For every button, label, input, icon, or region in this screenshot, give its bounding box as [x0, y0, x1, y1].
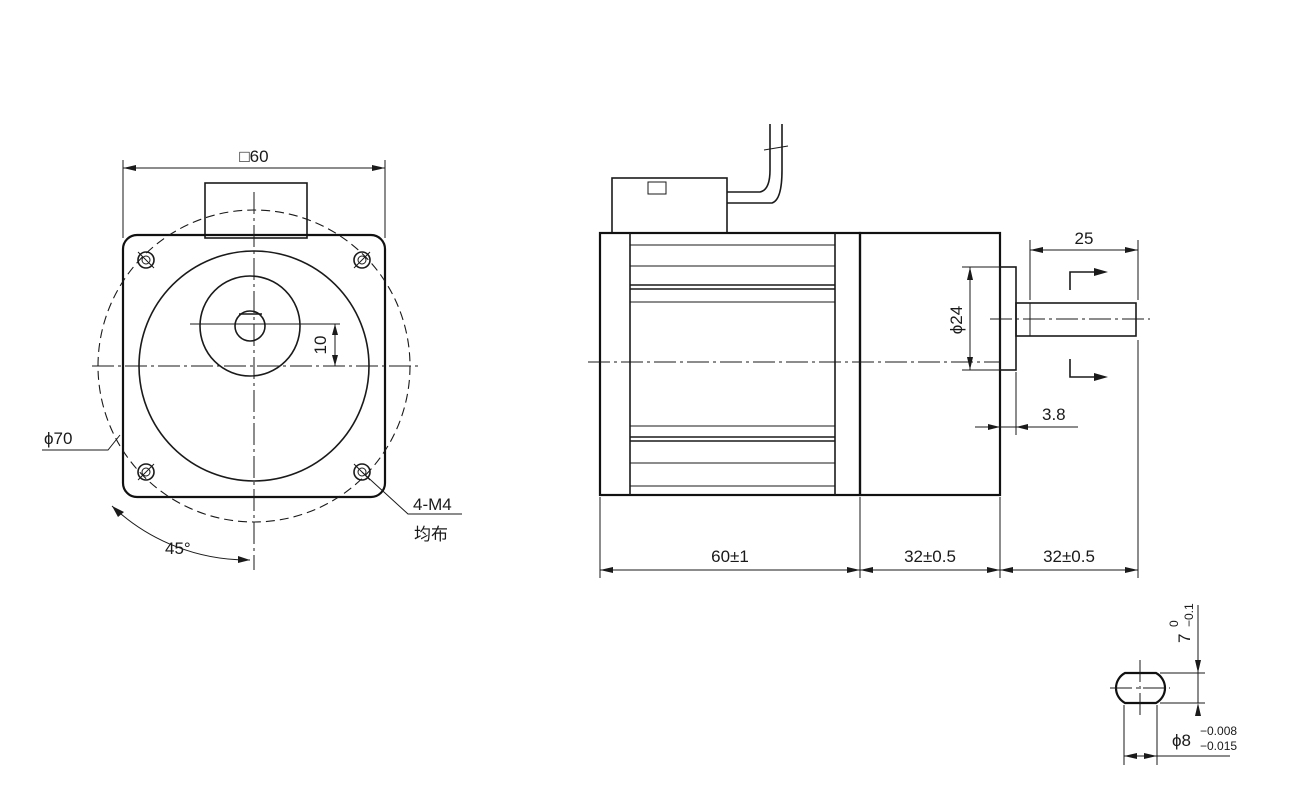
- side-cable-2: [727, 124, 783, 204]
- dim-angle-label: 45°: [165, 539, 191, 558]
- dim-section-dia-label: ϕ8: [1172, 731, 1191, 750]
- side-view: 25 ϕ24 3.8 60±1 32±0.5 32±0.5: [588, 124, 1150, 578]
- dim-holes-label: 4-M4: [413, 495, 452, 514]
- dim-boss-height-label: 3.8: [1042, 405, 1066, 424]
- section-shape: [1114, 671, 1167, 705]
- shaft-section: 7 0 −0.1 ϕ8 −0.008 −0.015: [1110, 603, 1237, 765]
- dim-circle-label: ϕ70: [44, 429, 72, 448]
- side-gearbox: [858, 231, 1002, 497]
- side-connector-screw: [647, 181, 667, 195]
- section-marker-bottom: [1069, 359, 1095, 378]
- dim-section-dia-tol-upper: −0.008: [1200, 724, 1237, 738]
- front-view: □60 10 ϕ70 4-M4 均布 45°: [42, 147, 462, 570]
- side-connector: [611, 177, 728, 234]
- dim-flat-tol-lower: −0.1: [1182, 603, 1196, 627]
- dim-angle-arc: [111, 505, 251, 561]
- dim-len-shaft-label: 32±0.5: [1043, 547, 1095, 566]
- front-boss-circle: [199, 275, 301, 377]
- front-connector-block: [204, 182, 308, 239]
- front-mount-holes: [137, 251, 371, 481]
- dim-holes-note: 均布: [414, 525, 448, 544]
- dim-flat-label: 7: [1175, 634, 1194, 643]
- dim-holes-leader: [361, 471, 462, 515]
- dim-boss-dia-label: ϕ24: [947, 306, 966, 334]
- front-shaft-circle: [234, 310, 266, 342]
- dim-len-gear-label: 32±0.5: [904, 547, 956, 566]
- side-cable-1: [727, 124, 771, 193]
- dim-section-dia-tol-lower: −0.015: [1200, 739, 1237, 753]
- section-marker-top: [1069, 271, 1095, 290]
- dim-shaft-length-label: 25: [1075, 229, 1094, 248]
- side-motor-body: [598, 231, 862, 497]
- dim-circle-leader: [42, 434, 121, 451]
- dim-flat-tol-upper: 0: [1167, 620, 1181, 627]
- dim-len-body-label: 60±1: [711, 547, 749, 566]
- dim-offset-label: 10: [311, 336, 330, 355]
- dim-square-label: □60: [239, 147, 268, 166]
- side-fins: [630, 244, 835, 487]
